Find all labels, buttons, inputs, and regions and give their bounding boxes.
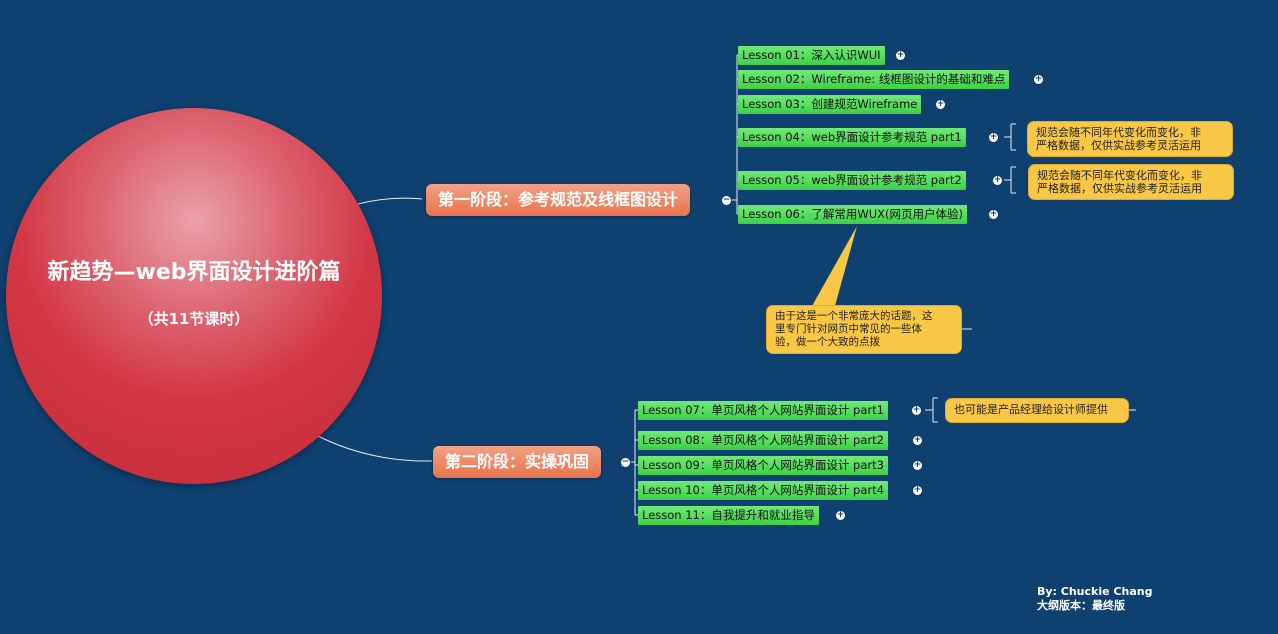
lesson-08[interactable]: Lesson 08：单页风格个人网站界面设计 part2 bbox=[638, 431, 888, 450]
lesson-01[interactable]: Lesson 01：深入认识WUI bbox=[738, 46, 885, 65]
plus-icon[interactable]: + bbox=[912, 405, 921, 415]
lesson-10[interactable]: Lesson 10：单页风格个人网站界面设计 part4 bbox=[638, 481, 888, 500]
lesson-05[interactable]: Lesson 05：web界面设计参考规范 part2 bbox=[738, 171, 966, 190]
plus-icon[interactable]: + bbox=[993, 175, 1002, 185]
outline-version: 大纲版本：最终版 bbox=[1037, 599, 1125, 612]
note-line: 也可能是产品经理给设计师提供 bbox=[954, 403, 1108, 416]
lesson-07[interactable]: Lesson 07：单页风格个人网站界面设计 part1 bbox=[638, 401, 888, 420]
plus-icon[interactable]: + bbox=[989, 132, 998, 142]
plus-icon[interactable]: + bbox=[913, 435, 922, 445]
plus-icon[interactable]: + bbox=[989, 209, 998, 219]
note-lesson-05[interactable]: 规范会随不同年代变化而变化，非 严格数据，仅供实战参考灵活运用 bbox=[1028, 164, 1234, 200]
plus-icon[interactable]: + bbox=[913, 460, 922, 470]
lesson-11[interactable]: Lesson 11：自我提升和就业指导 bbox=[638, 506, 819, 525]
lesson-09[interactable]: Lesson 09：单页风格个人网站界面设计 part3 bbox=[638, 456, 888, 475]
note-lesson-04[interactable]: 规范会随不同年代变化而变化，非 严格数据，仅供实战参考灵活运用 bbox=[1027, 121, 1233, 157]
minus-icon[interactable]: − bbox=[621, 457, 630, 467]
stage-1-topic[interactable]: 第一阶段：参考规范及线框图设计 bbox=[426, 184, 691, 216]
note-line: 严格数据，仅供实战参考灵活运用 bbox=[1036, 139, 1201, 152]
lesson-03[interactable]: Lesson 03：创建规范Wireframe bbox=[738, 95, 922, 114]
author: By: Chuckie Chang bbox=[1037, 585, 1153, 598]
credit: By: Chuckie Chang 大纲版本：最终版 bbox=[1037, 585, 1152, 613]
note-line: 规范会随不同年代变化而变化，非 bbox=[1037, 169, 1202, 182]
lesson-02[interactable]: Lesson 02：Wireframe: 线框图设计的基础和难点 bbox=[738, 70, 1010, 89]
lesson-06[interactable]: Lesson 06：了解常用WUX(网页用户体验) bbox=[738, 205, 968, 224]
plus-icon[interactable]: + bbox=[1034, 74, 1043, 84]
plus-icon[interactable]: + bbox=[896, 50, 905, 60]
lesson-04[interactable]: Lesson 04：web界面设计参考规范 part1 bbox=[738, 128, 966, 147]
minus-icon[interactable]: − bbox=[722, 195, 731, 205]
root-topic[interactable]: 新趋势—web界面设计进阶篇 （共11节课时） bbox=[6, 108, 382, 484]
note-line: 规范会随不同年代变化而变化，非 bbox=[1036, 126, 1201, 139]
stage-2-topic[interactable]: 第二阶段：实操巩固 bbox=[433, 446, 602, 478]
plus-icon[interactable]: + bbox=[913, 485, 922, 495]
note-lesson-07[interactable]: 也可能是产品经理给设计师提供 bbox=[945, 398, 1129, 423]
note-line: 验，做一个大致的点拨 bbox=[775, 336, 880, 348]
note-line: 严格数据，仅供实战参考灵活运用 bbox=[1037, 182, 1202, 195]
root-title: 新趋势—web界面设计进阶篇 bbox=[47, 260, 341, 285]
note-line: 由于这是一个非常庞大的话题，这 bbox=[775, 310, 933, 322]
note-lesson-06[interactable]: 由于这是一个非常庞大的话题，这 里专门针对网页中常见的一些体 验，做一个大致的点… bbox=[766, 305, 962, 354]
root-subtitle: （共11节课时） bbox=[138, 310, 250, 328]
note-line: 里专门针对网页中常见的一些体 bbox=[775, 323, 922, 335]
plus-icon[interactable]: + bbox=[936, 99, 945, 109]
plus-icon[interactable]: + bbox=[836, 510, 845, 520]
